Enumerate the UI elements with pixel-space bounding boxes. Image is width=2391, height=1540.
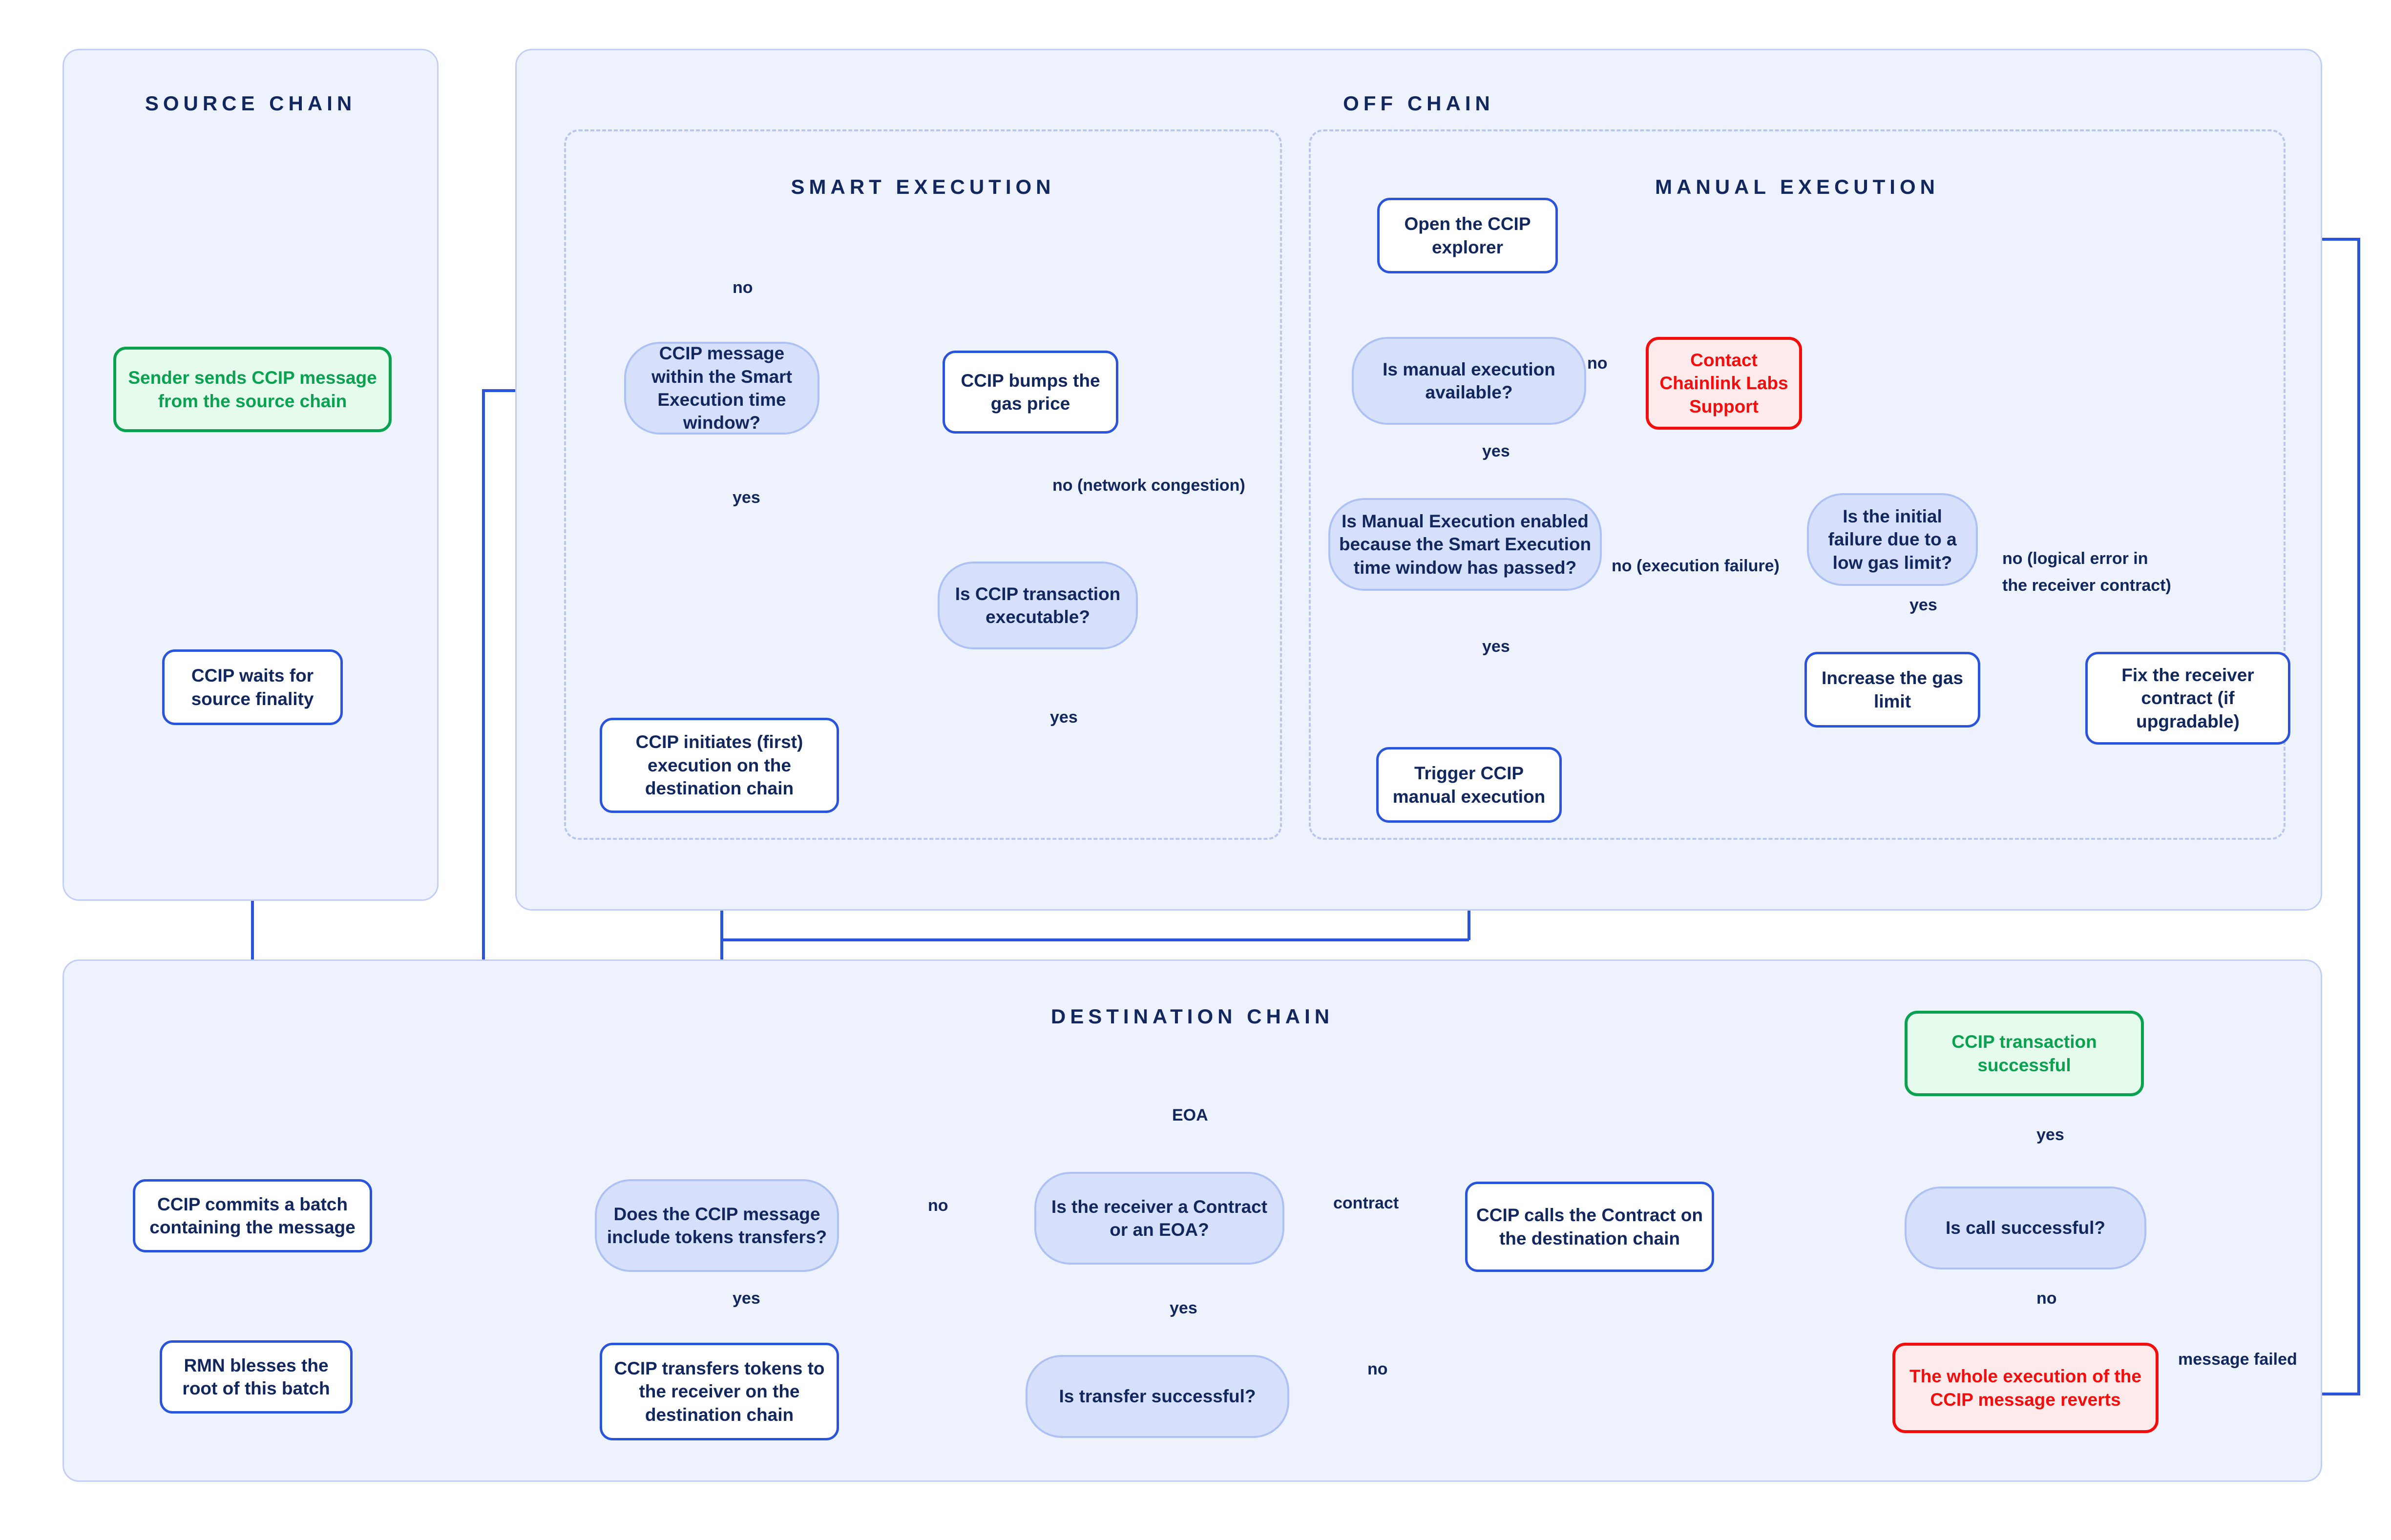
edge-label-transfer-no: no — [1367, 1360, 1388, 1378]
edge-label-manual-enabled-yes: yes — [1482, 637, 1510, 656]
panel-title-off-chain: OFF CHAIN — [1343, 92, 1494, 115]
edge-label-tokens-no: no — [928, 1196, 948, 1215]
node-increase-gas-limit[interactable]: Increase the gas limit — [1804, 652, 1980, 728]
node-trigger-manual-execution[interactable]: Trigger CCIP manual execution — [1376, 747, 1562, 823]
node-ccip-commits-batch[interactable]: CCIP commits a batch containing the mess… — [133, 1179, 372, 1252]
edge-label-call-no: no — [2036, 1289, 2057, 1308]
edge-label-window-yes: yes — [733, 488, 760, 507]
node-receiver-contract-or-eoa[interactable]: Is the receiver a Contract or an EOA? — [1034, 1172, 1284, 1265]
edge-label-transfer-yes: yes — [1170, 1299, 1197, 1317]
panel-title-destination-chain: DESTINATION CHAIN — [1050, 1005, 1334, 1028]
panel-title-manual-execution: MANUAL EXECUTION — [1655, 175, 1939, 198]
edge-label-manual-available-yes: yes — [1482, 442, 1510, 460]
edge-label-execution-failure: no (execution failure) — [1612, 557, 1780, 575]
edge-label-executable-yes: yes — [1050, 708, 1078, 727]
edge-label-gas-limit-yes: yes — [1909, 596, 1937, 614]
node-ccip-transfers-tokens[interactable]: CCIP transfers tokens to the receiver on… — [600, 1343, 839, 1440]
panel-source-chain: SOURCE CHAIN — [63, 49, 439, 901]
edge-label-network-congestion: no (network congestion) — [1052, 476, 1245, 495]
edge-label-message-failed: message failed — [2178, 1350, 2297, 1369]
node-initial-failure-low-gas[interactable]: Is the initial failure due to a low gas … — [1807, 493, 1978, 586]
node-is-ccip-executable[interactable]: Is CCIP transaction executable? — [938, 562, 1138, 649]
node-is-transfer-successful[interactable]: Is transfer successful? — [1026, 1355, 1289, 1438]
node-is-call-successful[interactable]: Is call successful? — [1905, 1186, 2146, 1269]
node-contact-chainlink-support[interactable]: Contact Chainlink Labs Support — [1646, 337, 1802, 430]
node-within-smart-window[interactable]: CCIP message within the Smart Execution … — [624, 342, 819, 435]
node-is-manual-execution-enabled[interactable]: Is Manual Execution enabled because the … — [1328, 498, 1602, 591]
node-ccip-bumps-gas[interactable]: CCIP bumps the gas price — [943, 351, 1118, 434]
edge-label-receiver-eoa: EOA — [1172, 1106, 1208, 1124]
panel-title-smart-execution: SMART EXECUTION — [791, 175, 1055, 198]
panel-title-source-chain: SOURCE CHAIN — [145, 92, 357, 115]
node-message-includes-tokens[interactable]: Does the CCIP message include tokens tra… — [595, 1179, 839, 1272]
node-ccip-calls-contract[interactable]: CCIP calls the Contract on the destinati… — [1465, 1182, 1714, 1272]
subpanel-smart-execution: SMART EXECUTION — [564, 129, 1282, 840]
node-open-ccip-explorer[interactable]: Open the CCIP explorer — [1377, 198, 1558, 273]
subpanel-manual-execution: MANUAL EXECUTION — [1309, 129, 2286, 840]
node-sender-sends[interactable]: Sender sends CCIP message from the sourc… — [113, 347, 392, 432]
edge-label-logical-error-line1: no (logical error in — [2002, 549, 2148, 568]
node-ccip-waits-finality[interactable]: CCIP waits for source finality — [162, 649, 343, 725]
node-ccip-transaction-successful[interactable]: CCIP transaction successful — [1905, 1011, 2144, 1096]
node-fix-receiver-contract[interactable]: Fix the receiver contract (if upgradable… — [2085, 652, 2290, 745]
edge-label-call-yes: yes — [2036, 1125, 2064, 1144]
node-ccip-initiates-execution[interactable]: CCIP initiates (first) execution on the … — [600, 718, 839, 813]
node-ccip-message-reverts[interactable]: The whole execution of the CCIP message … — [1892, 1343, 2159, 1433]
edge-label-receiver-contract: contract — [1333, 1194, 1399, 1212]
node-rmn-blesses[interactable]: RMN blesses the root of this batch — [160, 1340, 353, 1414]
edge-label-tokens-yes: yes — [733, 1289, 760, 1308]
edge-label-logical-error-line2: the receiver contract) — [2002, 576, 2171, 595]
node-is-manual-execution-available[interactable]: Is manual execution available? — [1352, 337, 1586, 425]
edge-label-window-no: no — [733, 278, 753, 297]
edge-label-manual-available-no: no — [1587, 354, 1608, 373]
